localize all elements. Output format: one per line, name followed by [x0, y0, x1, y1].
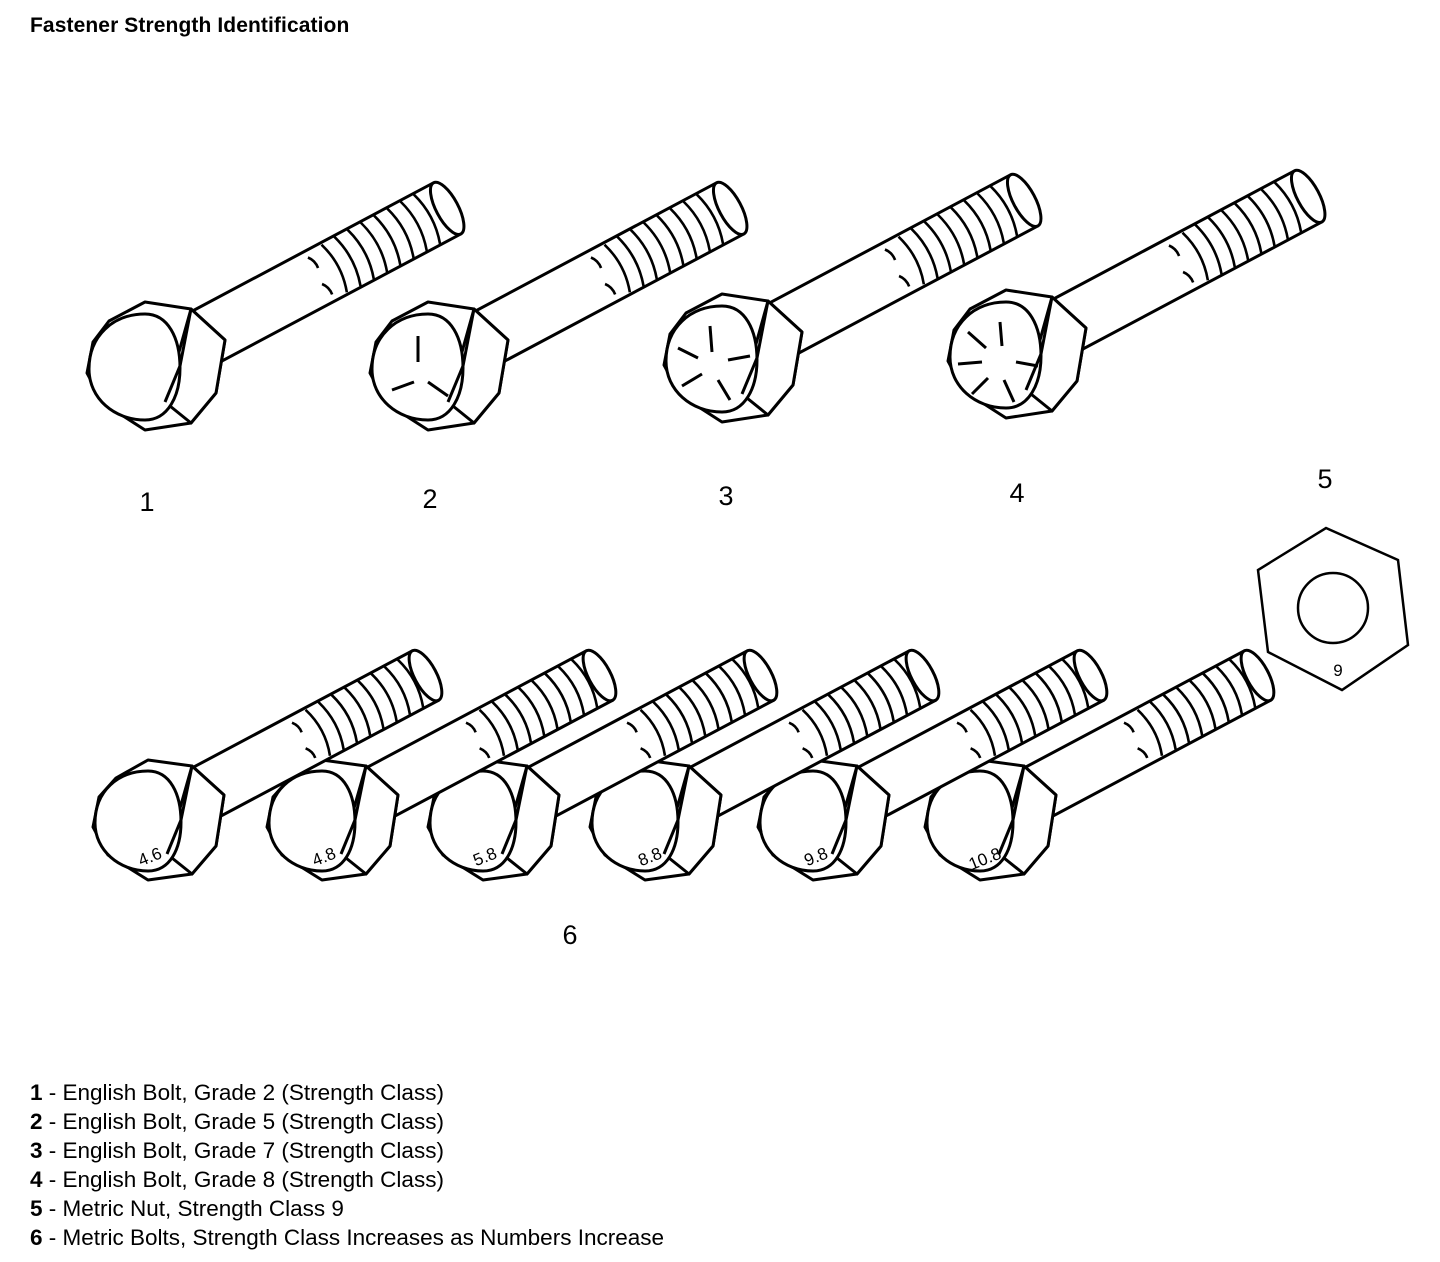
callout-1: 1 — [139, 487, 154, 517]
head-radial-marks — [957, 321, 1039, 403]
legend-item: 1 - English Bolt, Grade 2 (Strength Clas… — [30, 1078, 664, 1107]
legend-num: 6 — [30, 1225, 43, 1250]
callout-2: 2 — [422, 484, 437, 514]
head-radial-marks — [677, 325, 751, 401]
legend-text: - English Bolt, Grade 2 (Strength Class) — [42, 1080, 444, 1105]
legend-item: 6 - Metric Bolts, Strength Class Increas… — [30, 1223, 664, 1252]
nut-stamp: 9 — [1333, 661, 1342, 680]
english-bolt-grade-5 — [368, 176, 756, 432]
callout-3: 3 — [718, 481, 733, 511]
callout-5: 5 — [1317, 464, 1332, 494]
head-radial-marks — [391, 336, 449, 398]
legend-item: 2 - English Bolt, Grade 5 (Strength Clas… — [30, 1107, 664, 1136]
callout-6: 6 — [562, 920, 577, 950]
legend-num: 4 — [30, 1167, 43, 1192]
legend-item: 3 - English Bolt, Grade 7 (Strength Clas… — [30, 1136, 664, 1165]
legend-text: - English Bolt, Grade 7 (Strength Class) — [42, 1138, 444, 1163]
legend-item: 5 - Metric Nut, Strength Class 9 — [30, 1194, 664, 1223]
legend-text: - Metric Nut, Strength Class 9 — [42, 1196, 344, 1221]
legend-text: - Metric Bolts, Strength Class Increases… — [42, 1225, 664, 1250]
legend-text: - English Bolt, Grade 8 (Strength Class) — [42, 1167, 444, 1192]
english-bolt-grade-8 — [946, 164, 1334, 420]
legend: 1 - English Bolt, Grade 2 (Strength Clas… — [30, 1078, 664, 1252]
english-bolt-grade-7 — [662, 168, 1050, 424]
legend-text: - English Bolt, Grade 5 (Strength Class) — [42, 1109, 444, 1134]
legend-num: 1 — [30, 1080, 43, 1105]
metric-nut-class-9 — [1256, 526, 1410, 692]
callout-4: 4 — [1009, 478, 1024, 508]
legend-num: 3 — [30, 1138, 43, 1163]
legend-num: 5 — [30, 1196, 43, 1221]
page-title: Fastener Strength Identification — [30, 14, 350, 37]
legend-num: 2 — [30, 1109, 43, 1134]
legend-item: 4 - English Bolt, Grade 8 (Strength Clas… — [30, 1165, 664, 1194]
